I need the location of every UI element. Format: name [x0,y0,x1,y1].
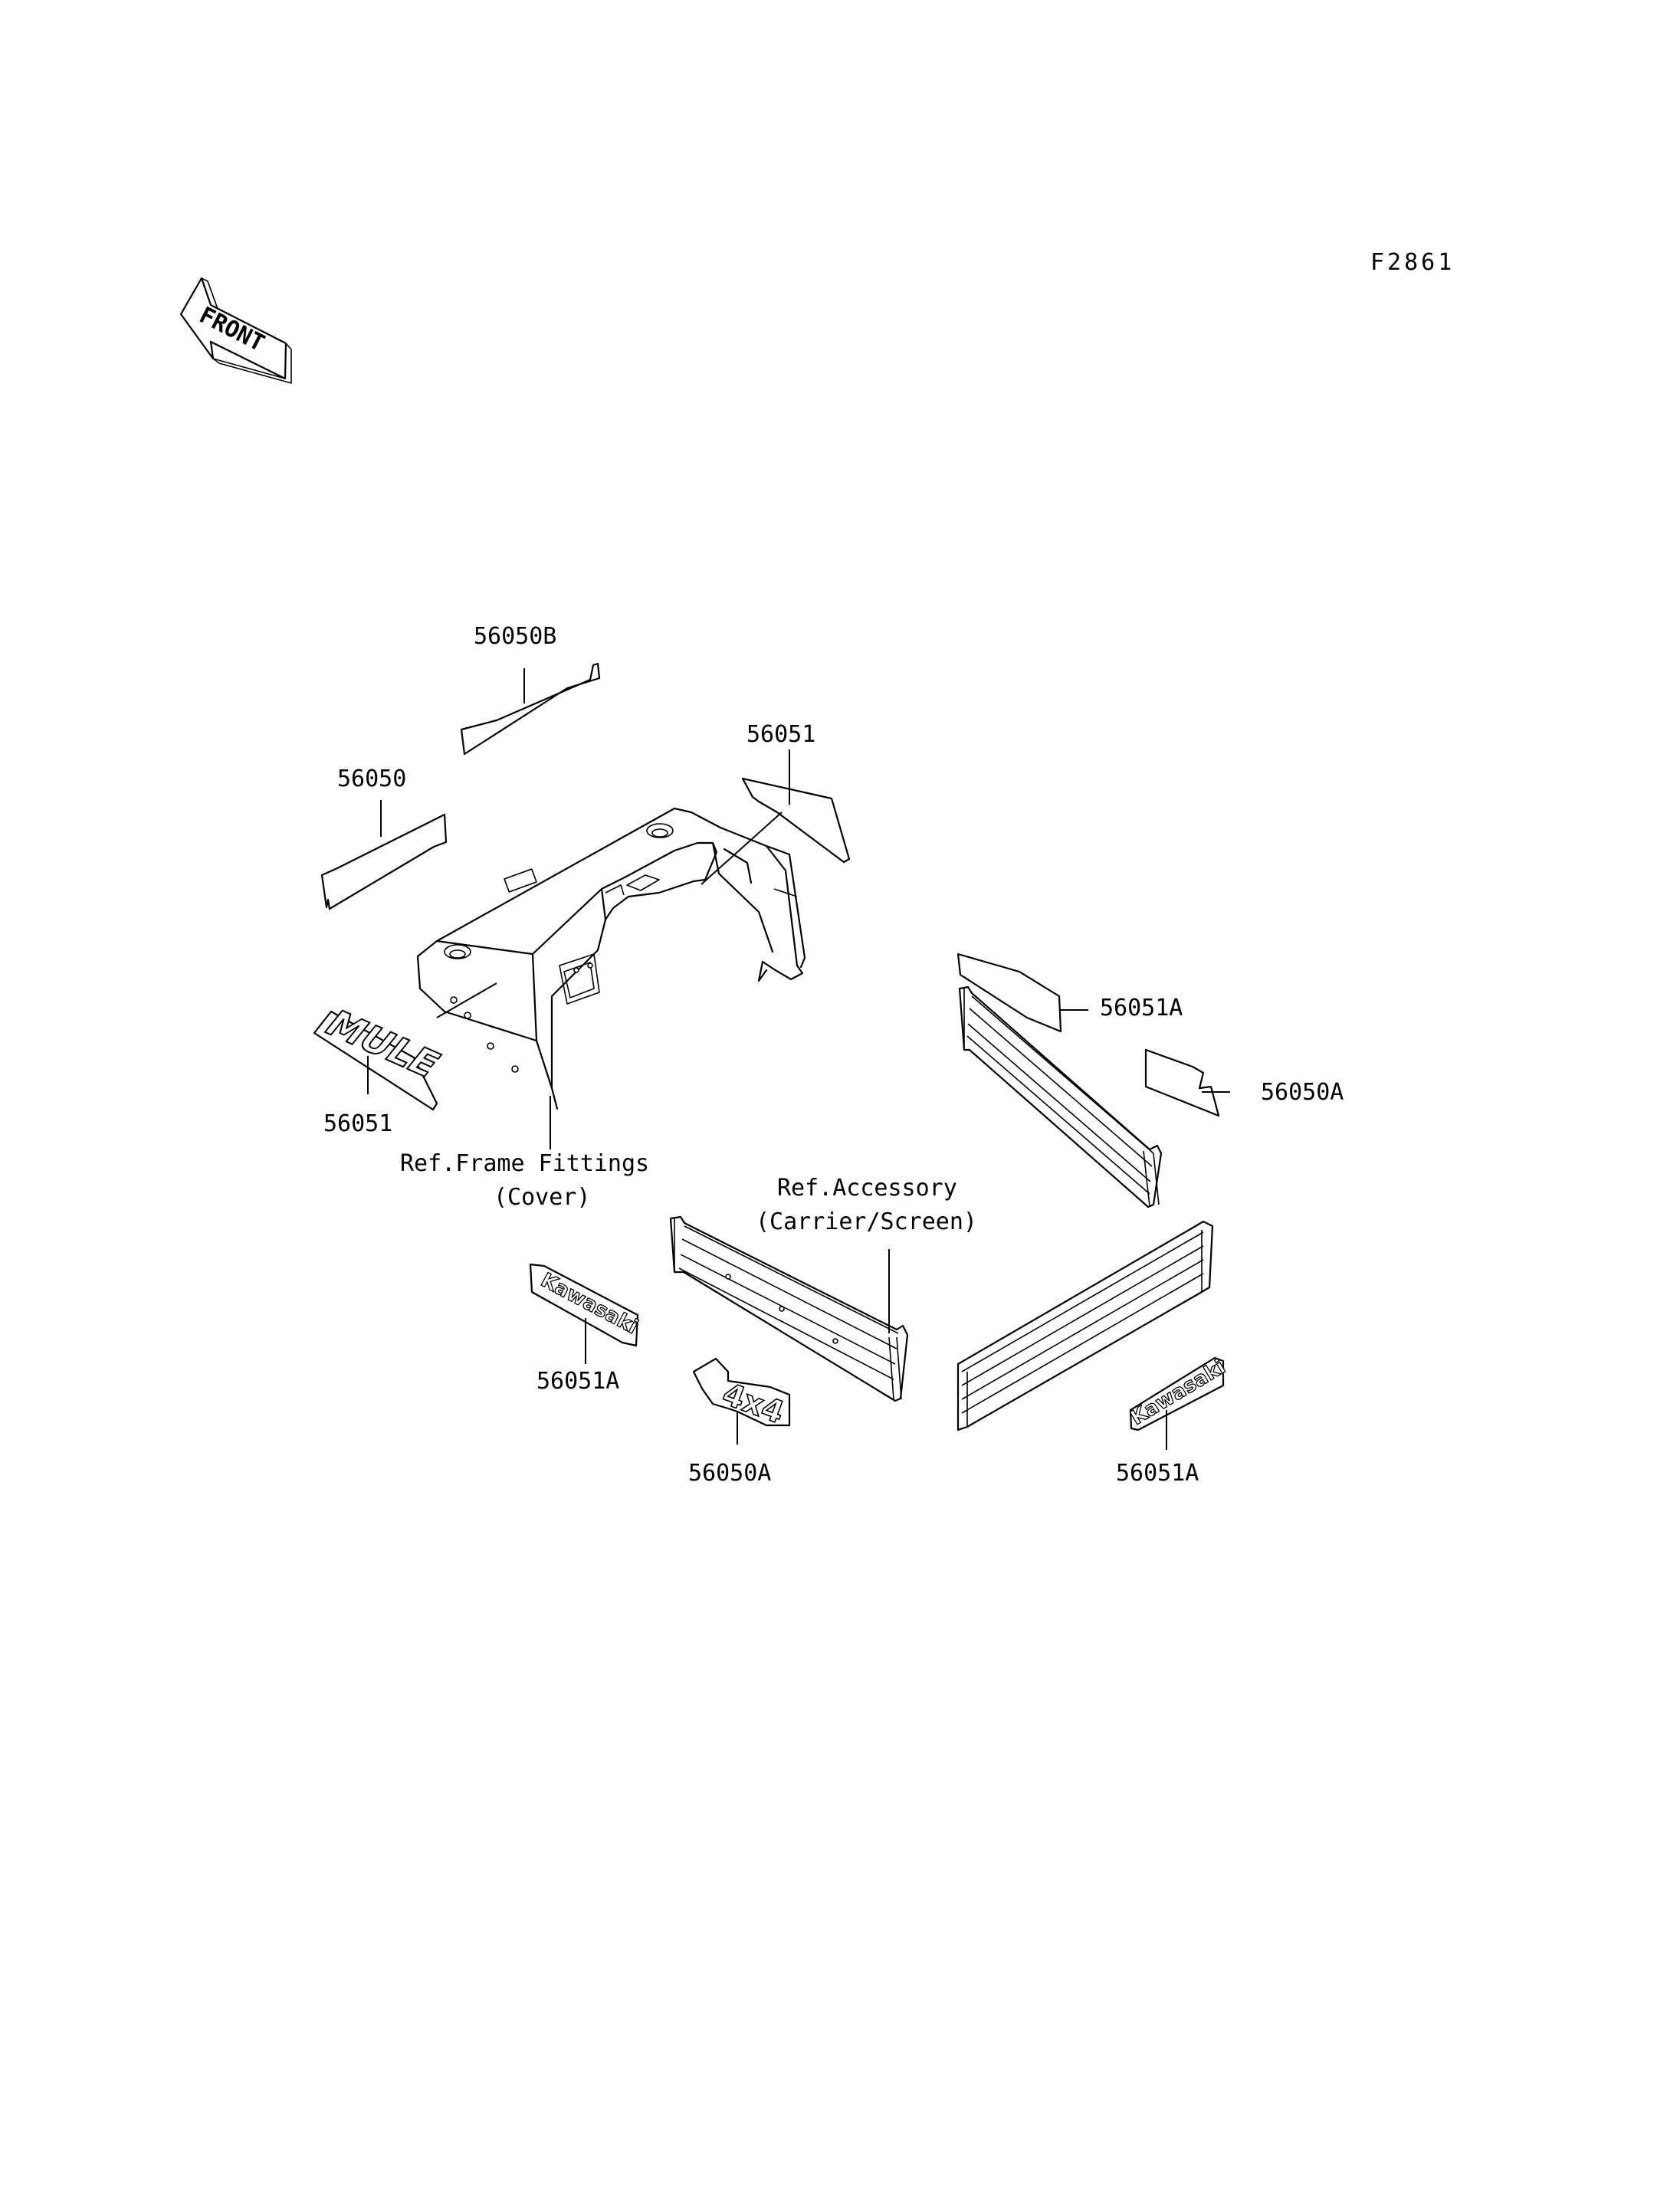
decal-56051A-right [956,953,1088,1033]
emblem-4x4: 4x4 [692,1357,791,1444]
cover-body [416,807,806,1149]
decal-56050B [460,662,601,756]
screen-panel-left [669,1215,909,1402]
ref-accessory-line2: (Carrier/Screen) [756,1208,977,1235]
ref-accessory-line1: Ref.Accessory [777,1175,957,1202]
part-number-56051A-left: 56051A [536,1368,619,1395]
part-number-56050A-bottom: 56050A [688,1460,771,1487]
ref-frame-line2: (Cover) [494,1184,590,1211]
emblem-kawasaki-right: Kawasaki [1127,1355,1230,1450]
decal-56050A-right [1144,1048,1230,1117]
part-number-56051-mule: 56051 [323,1110,392,1137]
screen-panel-upper [958,985,1163,1208]
front-arrow-icon: FRONT [179,277,292,384]
part-number-56050A-right: 56050A [1261,1079,1344,1106]
part-number-56051-top: 56051 [746,721,815,748]
part-number-56050B: 56050B [474,623,556,650]
emblem-kawasaki-left: Kawasaki [529,1263,642,1364]
part-number-56051A-bottom: 56051A [1116,1460,1199,1487]
emblem-mule: MULE [313,1002,450,1111]
screen-panel-lower [956,1220,1214,1431]
part-number-56051A-right: 56051A [1100,995,1183,1021]
ref-frame-line1: Ref.Frame Fittings [400,1150,649,1177]
decal-56051-top [701,749,851,885]
figure-code: F2861 [1370,249,1455,276]
kawasaki-right-text: Kawasaki [1127,1356,1229,1430]
four-by-four-text: 4x4 [718,1376,789,1431]
part-number-56050-top: 56050 [337,766,406,792]
decal-56050 [320,800,448,910]
